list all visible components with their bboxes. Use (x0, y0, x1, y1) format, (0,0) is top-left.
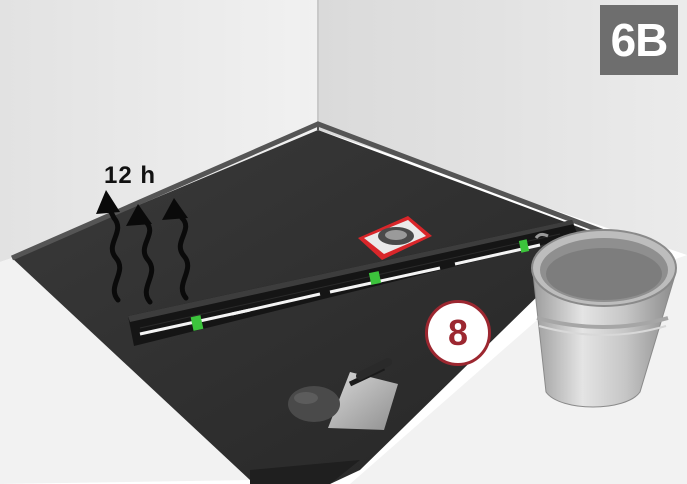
step-number-badge: 8 (425, 300, 491, 366)
step-group-badge: 6B (600, 5, 678, 75)
mortar-blob (288, 386, 340, 422)
mortar-blob-highlight (294, 392, 318, 404)
drying-time-label: 12 h (104, 162, 156, 190)
